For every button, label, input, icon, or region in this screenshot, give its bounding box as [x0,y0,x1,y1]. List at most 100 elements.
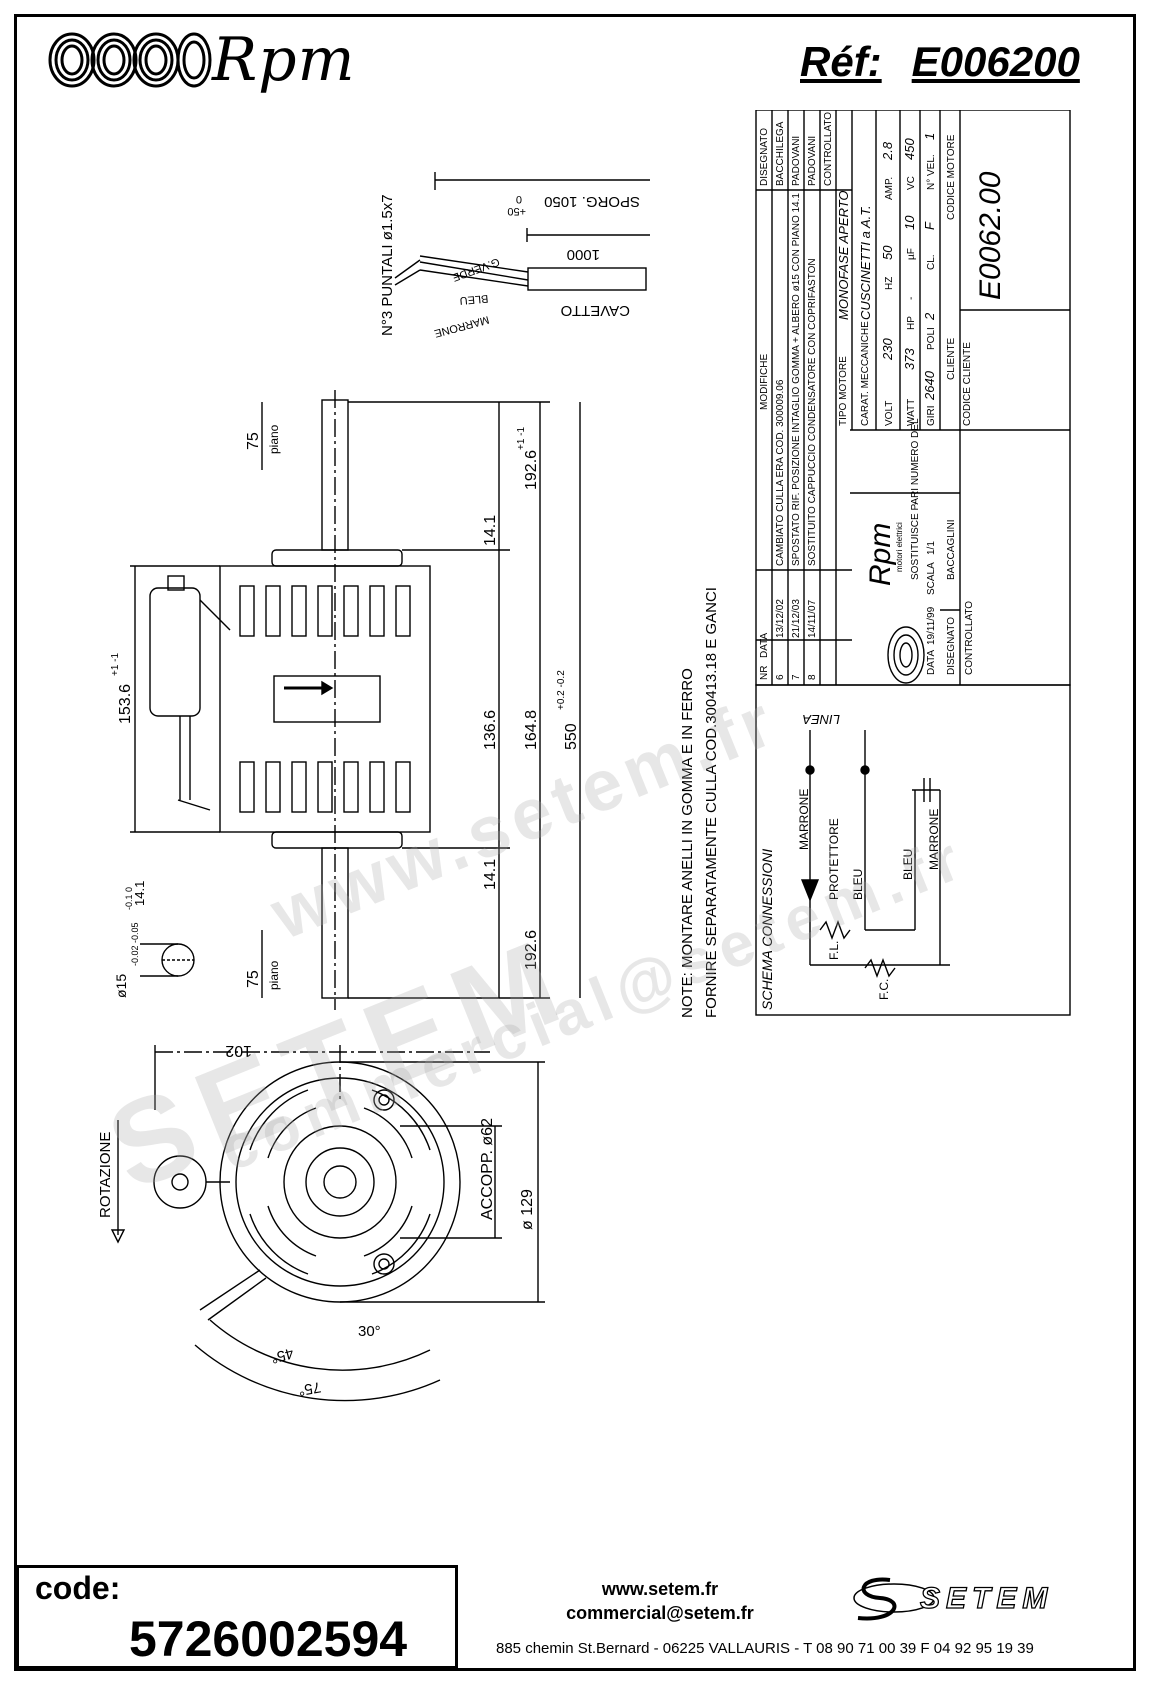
rev-7-date: 21/12/03 [791,599,802,638]
dim-550: 550 [563,723,580,750]
vel-label: N° VEL. [926,154,937,190]
schema-fl: F.L. [827,941,841,960]
vc-label: VC [906,176,917,190]
dim-192-bot: 192.6 [523,930,540,970]
piano-bot: piano [267,960,281,990]
hdr-disegnato: DISEGNATO [759,128,770,186]
code-box: code: 5726002594 [16,1565,458,1669]
rev-8-date: 14/11/07 [807,599,818,638]
title-brand-sub: motori elettrici [895,522,904,572]
motor-front-view [110,1045,545,1402]
setem-logo-text: SETEM [920,1582,1053,1615]
angle-75: 75° [297,1378,322,1399]
accopp: ACCOPP. ø62 [479,1118,496,1220]
dim-75-top: 75 [245,432,262,450]
ref-label: Réf: [800,38,882,85]
cl: F [922,221,937,230]
hdr-modifiche: MODIFICHE [759,354,770,410]
scala-val: 1/1 [926,541,937,555]
data-label: DATA [926,649,937,675]
hp-label: HP [906,316,917,330]
cable-detail [394,172,650,291]
caratt-label: CARAT. MECCANICHE [860,321,871,426]
cable-sporg: SPORG. 1050 [544,193,640,210]
code-value: 5726002594 [129,1611,408,1667]
footer-web-link[interactable]: www.setem.fr [601,1579,719,1599]
hdr-controllato: CONTROLLATO [823,112,834,186]
amp-label: AMP. [884,177,895,200]
dim-75-bot: 75 [245,970,262,988]
rev-8-n: 8 [807,674,818,680]
scala-label: SCALA [926,562,937,595]
codice-motore: E0062.00 [974,171,1007,300]
hdr-data: DATA [759,632,770,658]
coil-logo-icon [48,32,212,88]
wire-green: G.VERDE [450,255,501,283]
rev-8-who: PADOVANI [807,136,818,186]
volt: 230 [880,338,895,361]
note-line-1: NOTE: MONTARE ANELLI IN GOMMA E IN FERRO [679,668,696,1018]
tipo-motore-label: TIPO MOTORE [838,356,849,426]
hz: 50 [880,245,895,260]
cable-sporg-plus: +50 [507,205,526,217]
footer-contact: www.setem.fr commercial@setem.fr [540,1577,780,1625]
volt-label: VOLT [884,401,895,426]
rev-6-date: 13/12/02 [775,599,786,638]
ref-value: E006200 [911,38,1080,85]
giri: 2640 [922,370,937,401]
codice-motore-label: CODICE MOTORE [946,134,957,220]
uf: 10 [902,215,917,230]
flat-dim: 14.1 [132,881,147,906]
motor-side-view [130,390,581,1010]
schema-fc: F.C. [877,979,891,1000]
rev-7-text: SPOSTATO RIF. POSIZIONE INTAGLIO GOMMA +… [791,193,802,566]
dim-14-bot: 14.1 [482,859,499,890]
rpm-logo: Rpm [44,24,374,96]
angle-45: 45° [269,1344,295,1366]
poli-label: POLI [926,327,937,350]
code-label: code: [35,1570,121,1606]
wiring-schema [755,684,1071,1016]
reference: Réf: E006200 [800,38,1080,86]
schema-marrone-1: MARRONE [797,789,811,850]
shaft-dia: ø15 [113,974,129,998]
schema-marrone-2: MARRONE [927,809,941,870]
wire-brown: MARRONE [433,313,490,339]
title-block [755,110,1071,686]
watt-label: WATT [906,399,917,426]
rev-6-who: BACCHILEGA [775,121,786,186]
vel: 1 [922,133,937,140]
rev-8-text: SOSTITUITO CAPPUCCIO CONDENSATORE CON CO… [807,258,818,566]
tipo-motore: MONOFASE APERTO [836,190,851,320]
sost: - [910,502,921,505]
note-line-2: FORNIRE SEPARATAMENTE CULLA COD.300413.1… [703,587,720,1018]
rotazione: ROTAZIONE [97,1132,114,1218]
cl-label: CL. [926,254,937,270]
codice-cliente-label: CODICE CLIENTE [962,342,973,426]
dim-14-top: 14.1 [482,515,499,546]
brand-name: Rpm [212,25,356,95]
schema-linea: LINEA [802,712,840,727]
cable-length: 1000 [567,246,600,263]
rev-6-text: CAMBIATO CULLA ERA COD. 300009.06 [775,379,786,566]
hz-label: HZ [884,277,895,290]
data-val: 19/11/99 [926,606,937,645]
shaft-tol: -0.02 -0.05 [130,922,140,966]
disegnato-val: BACCAGLINI [946,519,957,580]
swoosh-icon [857,1577,897,1621]
controllato-label: CONTROLLATO [964,601,975,675]
rev-6-n: 6 [775,674,786,680]
dim-153: 153.6 [117,684,134,724]
footer-email-link[interactable]: commercial@setem.fr [566,1603,754,1623]
dim-153-tol: +1 -1 [110,652,121,676]
caratt: CUSCINETTI a A.T. [858,205,873,320]
dim-192-top: 192.6 [523,450,540,490]
vc: 450 [902,138,917,160]
rev-7-who: PADOVANI [791,136,802,186]
schema-protettore: PROTETTORE [827,818,841,900]
page-frame [14,14,1136,1671]
rev-7-n: 7 [791,674,802,680]
dim-129: ø 129 [519,1189,536,1230]
watt: 373 [902,348,917,370]
giri-label: GIRI [926,405,937,426]
